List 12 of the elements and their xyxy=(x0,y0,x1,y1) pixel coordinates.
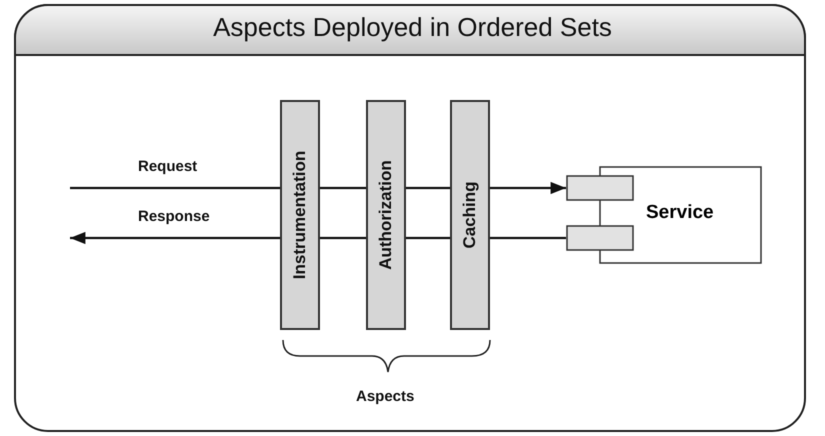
aspect-box xyxy=(450,100,490,330)
service-component xyxy=(566,166,762,264)
aspect-label: Caching xyxy=(460,181,480,249)
aspect-box xyxy=(280,100,320,330)
edge-label: Request xyxy=(136,158,200,175)
service-label: Service xyxy=(646,202,714,224)
title: Aspects Deployed in Ordered Sets xyxy=(213,12,612,42)
group-label: Aspects xyxy=(354,388,416,405)
aspect-box xyxy=(366,100,406,330)
aspect-label: Instrumentation xyxy=(290,150,310,280)
edge-label: Response xyxy=(136,208,212,225)
aspect-label: Authorization xyxy=(376,160,396,270)
